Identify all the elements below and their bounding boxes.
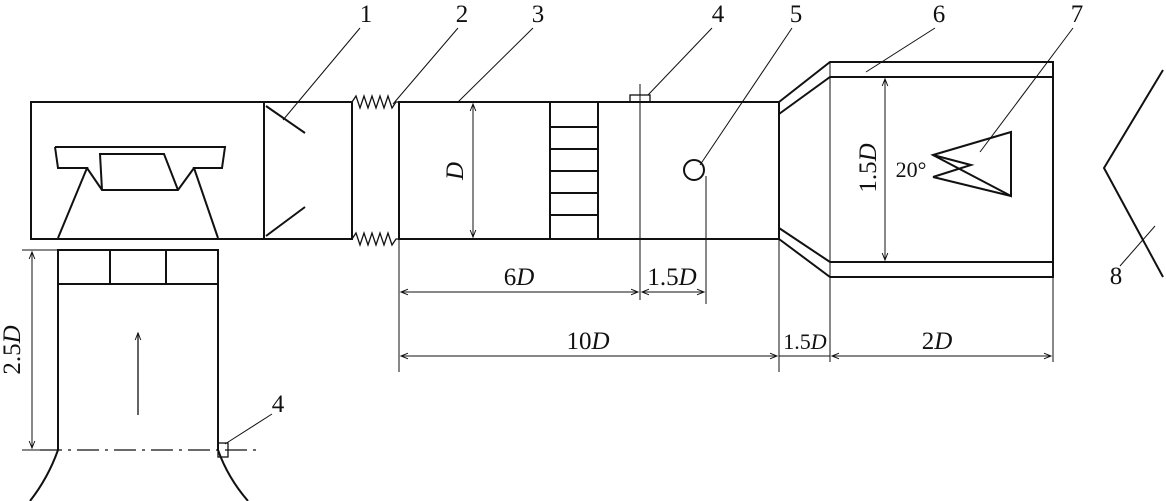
callout-4-lower: 4 xyxy=(272,391,285,418)
callout-6: 6 xyxy=(933,1,946,28)
callout-7: 7 xyxy=(1071,1,1084,28)
measurement-port xyxy=(683,159,705,181)
callout-1: 1 xyxy=(360,1,373,28)
dim-label-1p5D-section: 1.5D xyxy=(855,143,882,192)
callout-8: 8 xyxy=(1110,263,1123,290)
callout-5: 5 xyxy=(790,1,803,28)
callout-2: 2 xyxy=(456,1,469,28)
dim-label-10D: 10D xyxy=(566,328,609,355)
dimension-lines xyxy=(22,76,1053,451)
test-model xyxy=(930,130,1012,198)
dim-label-1p5D-port: 1.5D xyxy=(647,264,696,291)
vertical-inlet xyxy=(29,249,258,501)
callout-3: 3 xyxy=(532,1,545,28)
fan-housing xyxy=(30,101,265,240)
pressure-tap-lower xyxy=(217,442,229,458)
callout-4: 4 xyxy=(712,1,725,28)
guide-vane-section xyxy=(263,101,353,240)
flexible-connector xyxy=(351,93,399,248)
angle-label: 20° xyxy=(896,157,927,182)
straight-duct xyxy=(398,84,780,304)
dim-label-1p5D-diffuser: 1.5D xyxy=(783,329,827,354)
honeycomb-straightener xyxy=(549,101,599,240)
dim-label-2p5D: 2.5D xyxy=(0,325,26,374)
callout-leaders xyxy=(224,27,1156,445)
deflector-plate xyxy=(1102,69,1164,278)
dim-label-6D: 6D xyxy=(504,264,535,291)
diffuser-transition xyxy=(778,61,1054,362)
dim-label-D: D xyxy=(442,162,469,181)
dim-label-2D: 2D xyxy=(922,328,953,355)
